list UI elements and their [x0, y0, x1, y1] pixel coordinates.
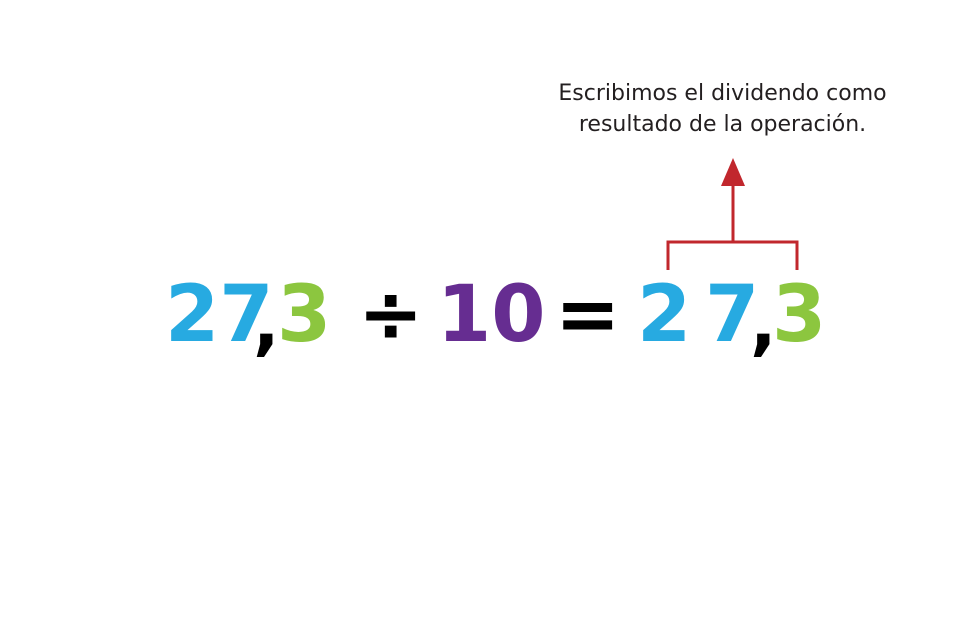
result-digit-2: 7: [705, 270, 760, 360]
dividend-integer: 27: [165, 270, 274, 360]
result-decimal: 3: [772, 270, 827, 360]
annotation-line-2: resultado de la operación.: [578, 112, 867, 137]
arrow-head: [721, 158, 745, 186]
result-comma: ,: [750, 282, 777, 364]
annotation-line-1: Escribimos el dividendo como: [558, 81, 887, 106]
dividend-comma: ,: [253, 282, 280, 364]
annotation-text: Escribimos el dividendo como resultado d…: [520, 78, 925, 140]
result-bracket: [666, 240, 799, 270]
divisor: 10: [437, 270, 546, 360]
equals-sign: =: [555, 270, 621, 360]
dividend-decimal: 3: [277, 270, 332, 360]
result-digit-1: 2: [637, 270, 692, 360]
division-operator: ÷: [358, 270, 424, 360]
